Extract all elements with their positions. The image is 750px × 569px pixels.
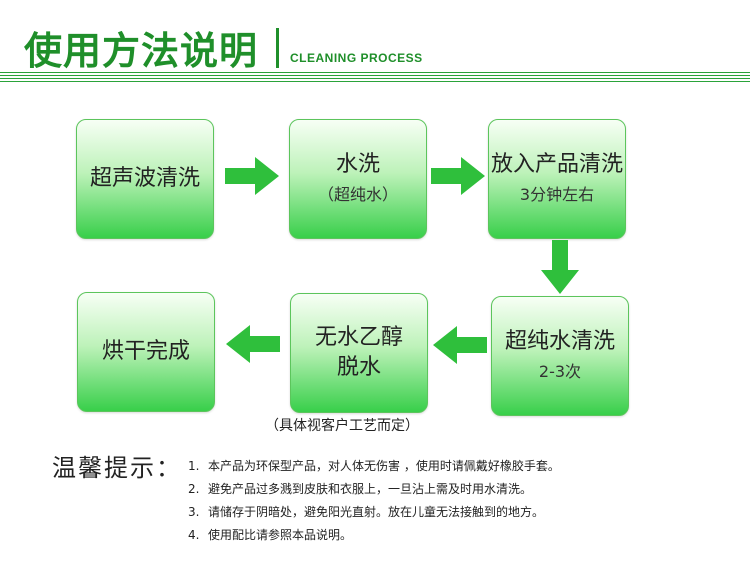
step-box-ethanol-dehydrate: 无水乙醇 脱水 [290, 293, 428, 413]
arrow-right-icon [225, 157, 279, 195]
process-note: （具体视客户工艺而定） [265, 418, 419, 434]
tip-text: 避免产品过多溅到皮肤和衣服上，一旦沾上需及时用水清洗。 [208, 482, 533, 496]
step-box-dry-complete: 烘干完成 [77, 292, 215, 412]
arrow-left-icon [226, 325, 280, 363]
arrow-left-icon [433, 326, 487, 364]
tip-text: 请储存于阴暗处，避免阳光直射。放在儿童无法接触到的地方。 [208, 505, 545, 519]
step-title: 放入产品清洗 [490, 152, 623, 177]
tip-item: 4. 使用配比请参照本品说明。 [188, 526, 352, 543]
step-subtitle: 2-3次 [538, 362, 582, 381]
step-box-ultrapure-rinse: 超纯水清洗 2-3次 [491, 296, 629, 416]
step-box-product-clean: 放入产品清洗 3分钟左右 [488, 119, 626, 239]
tip-number: 3. [188, 505, 200, 519]
title-divider [276, 28, 279, 68]
tip-text: 本产品为环保型产品，对人体无伤害 ，使用时请佩戴好橡胶手套。 [208, 459, 560, 473]
step-title: 烘干完成 [101, 339, 190, 364]
arrow-down-icon [541, 240, 579, 294]
page-subtitle: CLEANING PROCESS [290, 51, 423, 65]
step-subtitle: （超纯水） [317, 185, 398, 204]
tip-item: 1. 本产品为环保型产品，对人体无伤害 ，使用时请佩戴好橡胶手套。 [188, 457, 560, 474]
tip-number: 4. [188, 528, 200, 542]
step-subtitle: 3分钟左右 [519, 185, 595, 204]
tip-item: 2. 避免产品过多溅到皮肤和衣服上，一旦沾上需及时用水清洗。 [188, 480, 532, 497]
page-title: 使用方法说明 [24, 29, 259, 73]
arrow-right-icon [431, 157, 485, 195]
step-title: 无水乙醇 [314, 325, 403, 350]
step-subtitle: 脱水 [336, 355, 381, 380]
tip-text: 使用配比请参照本品说明。 [208, 528, 353, 542]
step-title: 超纯水清洗 [504, 329, 615, 354]
header-rule [0, 72, 750, 84]
step-box-water-rinse: 水洗 （超纯水） [289, 119, 427, 239]
tips-heading: 温馨提示： [52, 454, 182, 482]
step-title: 水洗 [335, 152, 380, 177]
step-box-ultrasonic: 超声波清洗 [76, 119, 214, 239]
tip-item: 3. 请储存于阴暗处，避免阳光直射。放在儿童无法接触到的地方。 [188, 503, 544, 520]
tip-number: 2. [188, 482, 200, 496]
tip-number: 1. [188, 459, 200, 473]
step-title: 超声波清洗 [89, 166, 200, 191]
